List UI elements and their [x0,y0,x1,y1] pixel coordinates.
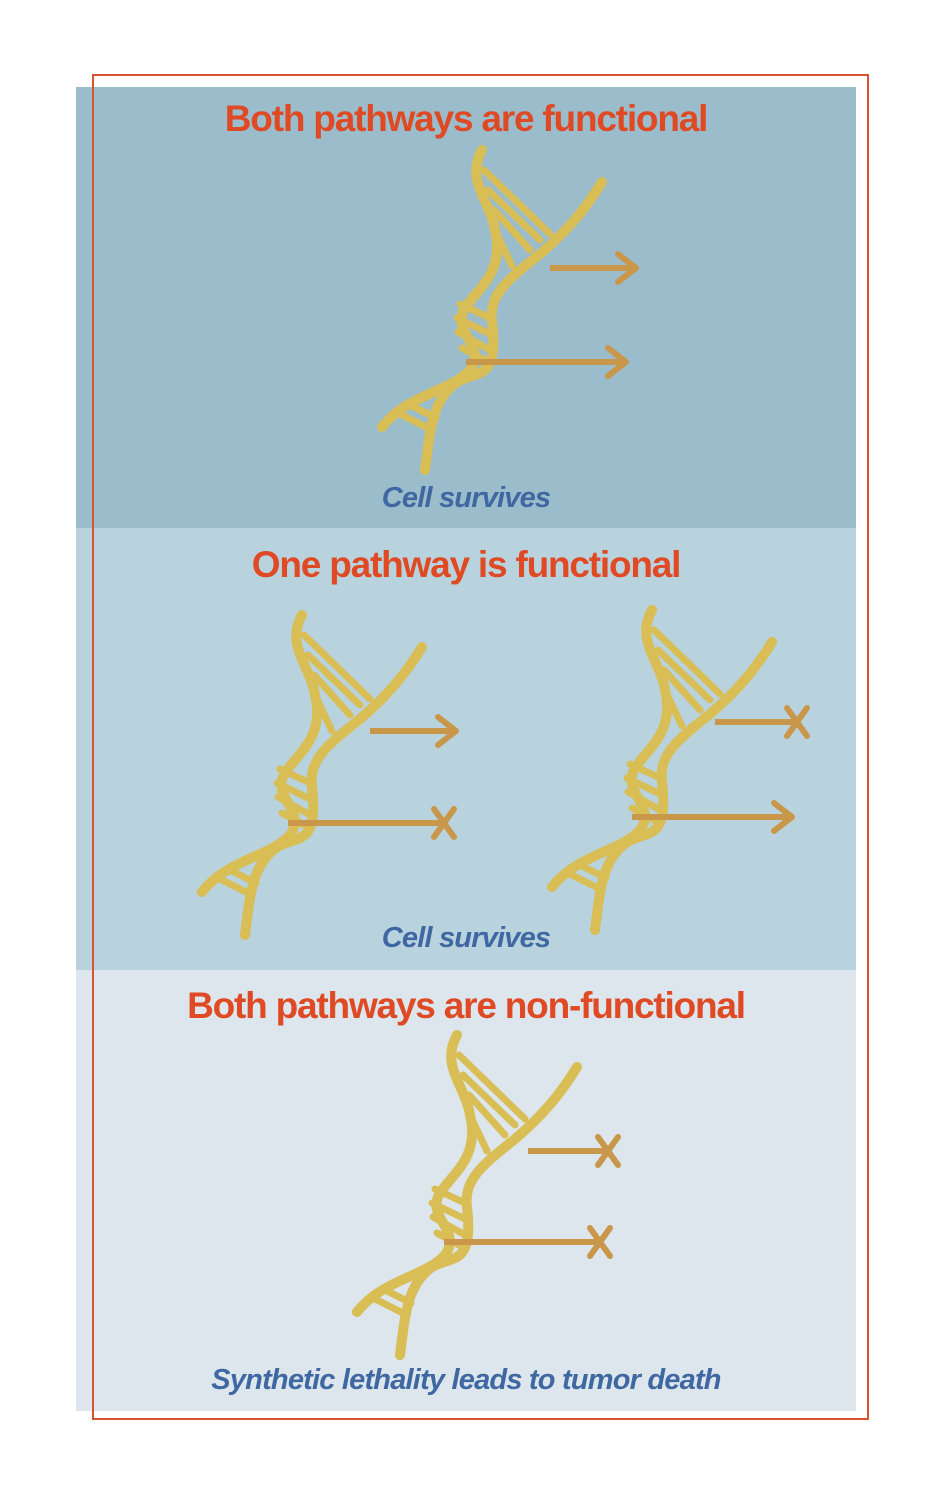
panel-one-functional [76,528,856,970]
heading-one-functional: One pathway is functional [251,544,682,585]
heading-both-nonfunctional: Both pathways are non-functional [187,985,746,1026]
heading-both-functional: Both pathways are functional [224,98,709,139]
diagram-one-functional-right [552,610,807,930]
caption-cell-survives-2: Cell survives [381,922,551,954]
caption-cell-survives-1: Cell survives [381,482,551,514]
diagram-both-functional [382,150,636,470]
diagram-one-functional-left [202,615,456,935]
caption-synthetic-lethality: Synthetic lethality leads to tumor death [211,1364,721,1396]
diagram-both-nonfunctional [357,1035,618,1355]
